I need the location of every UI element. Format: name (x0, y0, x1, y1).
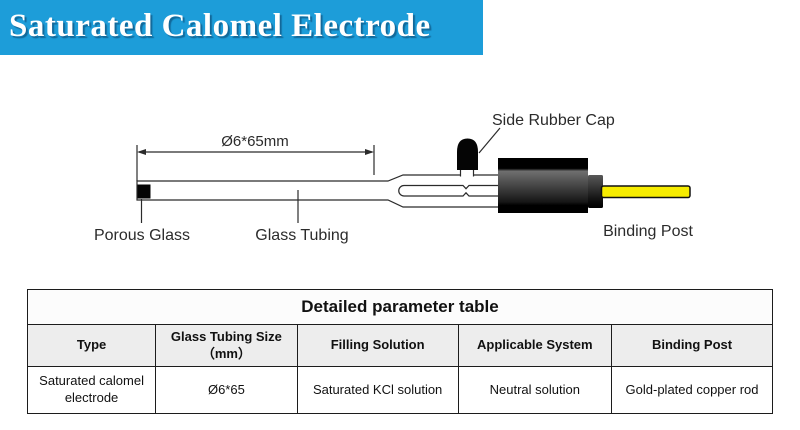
dimension-label: Ø6*65mm (221, 133, 289, 150)
table-row: Saturated calomel electrode Ø6*65 Satura… (26, 366, 773, 414)
cell-applicable-system: Neutral solution (457, 366, 613, 414)
porous-glass-marker (137, 184, 151, 199)
electrode-body (498, 158, 588, 213)
cell-type: Saturated calomel electrode (26, 366, 157, 414)
column-header-binding-post: Binding Post (611, 324, 773, 367)
electrode-diagram-canvas: Ø6*65mm Side Rubber Cap Porous Glass Gla… (94, 112, 693, 244)
inner-capillary-slot (398, 184, 503, 197)
glass-tubing-shape (136, 174, 503, 208)
side-rubber-cap-leader (478, 127, 501, 154)
cell-binding-post: Gold-plated copper rod (611, 366, 773, 414)
side-arm-neck (460, 169, 474, 177)
dimension-arrow-left (137, 149, 146, 155)
glass-tubing-label: Glass Tubing (255, 227, 348, 244)
cell-filling-solution: Saturated KCl solution (296, 366, 459, 414)
binding-post-label: Binding Post (603, 223, 693, 240)
parameter-table: Detailed parameter table Type Glass Tubi… (26, 289, 773, 414)
column-header-type: Type (26, 324, 157, 367)
column-header-glass-tubing-size: Glass Tubing Size（mm） (155, 324, 298, 367)
dimension-arrow-right (365, 149, 374, 155)
title-banner: Saturated Calomel Electrode (0, 0, 483, 55)
column-header-filling-solution: Filling Solution (296, 324, 459, 367)
electrode-body-step (588, 175, 603, 208)
table-title: Detailed parameter table (27, 289, 773, 325)
page-title: Saturated Calomel Electrode (9, 8, 431, 44)
side-rubber-cap-label: Side Rubber Cap (492, 112, 615, 129)
cell-glass-tubing-size: Ø6*65 (155, 366, 298, 414)
binding-post-rod (600, 185, 691, 199)
column-header-applicable-system: Applicable System (457, 324, 613, 367)
side-rubber-cap-shape (457, 138, 478, 170)
electrode-diagram: Ø6*65mm Side Rubber Cap Porous Glass Gla… (0, 95, 800, 260)
porous-glass-label: Porous Glass (94, 227, 190, 244)
